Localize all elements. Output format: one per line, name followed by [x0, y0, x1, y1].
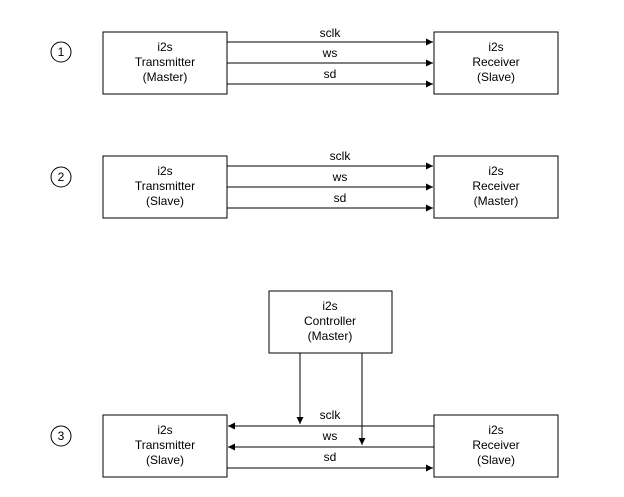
ws-label: ws: [322, 46, 338, 60]
receiver-box: [433, 31, 559, 95]
sd-label: sd: [324, 450, 337, 464]
controller-label-line-3: (Master): [308, 329, 353, 343]
transmitter-label-line-3: (Slave): [146, 453, 184, 467]
receiver-label-line-1: i2s: [488, 423, 503, 437]
transmitter-box: [102, 414, 228, 478]
transmitter-label-line-2: Transmitter: [135, 438, 195, 452]
config-1: 1 i2s Transmitter (Master) i2s Receiver …: [50, 26, 559, 95]
controller-box: [268, 290, 393, 354]
config-2: 2 i2s Transmitter (Slave) i2s Receiver (…: [50, 149, 559, 219]
transmitter-box: [102, 31, 228, 95]
transmitter-label-line-3: (Master): [143, 70, 188, 84]
receiver-label-line-3: (Master): [474, 194, 519, 208]
controller-label-line-2: Controller: [304, 314, 356, 328]
sd-label: sd: [334, 191, 347, 205]
transmitter-label-line-1: i2s: [157, 423, 172, 437]
config-number: 1: [58, 45, 65, 59]
sclk-label: sclk: [330, 149, 352, 163]
transmitter-label-line-3: (Slave): [146, 194, 184, 208]
transmitter-label-line-1: i2s: [157, 164, 172, 178]
transmitter-label-line-1: i2s: [157, 40, 172, 54]
sclk-label: sclk: [320, 26, 342, 40]
receiver-label-line-2: Receiver: [472, 179, 519, 193]
transmitter-label-line-2: Transmitter: [135, 55, 195, 69]
controller-label-line-1: i2s: [322, 299, 337, 313]
transmitter-box: [102, 155, 228, 219]
config-number: 3: [58, 429, 65, 443]
ws-label: ws: [322, 429, 338, 443]
receiver-label-line-1: i2s: [488, 40, 503, 54]
receiver-label-line-1: i2s: [488, 164, 503, 178]
receiver-box: [433, 414, 559, 478]
config-number: 2: [58, 170, 65, 184]
receiver-label-line-3: (Slave): [477, 453, 515, 467]
receiver-box: [433, 155, 559, 219]
config-number-circle: [50, 41, 72, 63]
config-3: 3 i2s Controller (Master) i2s Transmitte…: [50, 290, 559, 478]
config-number-circle: [50, 166, 72, 188]
receiver-label-line-2: Receiver: [472, 55, 519, 69]
ws-label: ws: [332, 170, 348, 184]
transmitter-label-line-2: Transmitter: [135, 179, 195, 193]
sd-label: sd: [324, 67, 337, 81]
receiver-label-line-3: (Slave): [477, 70, 515, 84]
config-number-circle: [50, 425, 72, 447]
sclk-label: sclk: [320, 408, 342, 422]
receiver-label-line-2: Receiver: [472, 438, 519, 452]
